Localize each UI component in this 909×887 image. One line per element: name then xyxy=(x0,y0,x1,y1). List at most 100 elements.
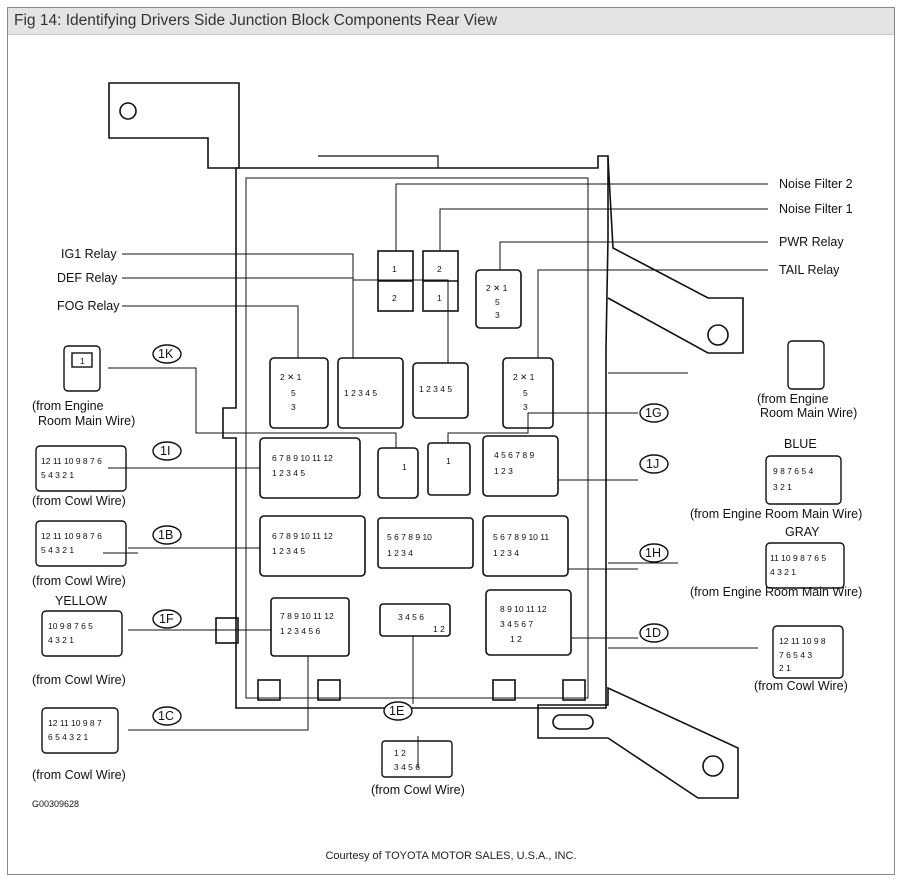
figure-title-bar: Fig 14: Identifying Drivers Side Junctio… xyxy=(8,8,894,35)
color-blue: BLUE xyxy=(784,437,817,451)
connector-1G-plug xyxy=(787,340,825,390)
pwr-relay-label: PWR Relay xyxy=(779,235,844,249)
right-bracket xyxy=(607,157,744,354)
connector-1C-plug xyxy=(41,707,119,754)
color-yellow: YELLOW xyxy=(55,594,107,608)
ig1-relay-socket xyxy=(412,362,469,419)
tail-relay-pins-b: 5 xyxy=(523,388,528,398)
socket-1E xyxy=(379,603,451,637)
socket-1J-row2: 1 2 3 xyxy=(494,466,513,476)
socket-1E-row2: 1 2 xyxy=(433,624,445,634)
pwr-relay-pins-c: 3 xyxy=(495,310,500,320)
socket-1K xyxy=(377,447,419,499)
plug-1C-row2: 6 5 4 3 2 1 xyxy=(48,732,88,742)
plug-1B-row2: 5 4 3 2 1 xyxy=(41,545,74,555)
socket-1K-pin: 1 xyxy=(402,462,407,472)
right-bracket-hole xyxy=(707,324,729,346)
socket-center-row1: 5 6 7 8 9 10 xyxy=(387,532,432,542)
socket-1H-row1: 5 6 7 8 9 10 11 xyxy=(493,532,549,542)
plug-1D-row1: 12 11 10 9 8 xyxy=(779,636,826,646)
plug-1H-row1: 11 10 9 8 7 6 5 xyxy=(770,553,826,563)
socket-1F xyxy=(270,597,350,657)
source-1J: (from Engine Room Main Wire) xyxy=(690,507,862,521)
source-1H: (from Engine Room Main Wire) xyxy=(690,585,862,599)
source-1B: (from Cowl Wire) xyxy=(32,574,126,588)
color-gray: GRAY xyxy=(785,525,820,539)
tail-relay-pins-a: 2 ✕ 1 xyxy=(513,372,535,382)
socket-1D-row1: 8 9 10 11 12 xyxy=(500,604,547,614)
figure-title: Fig 14: Identifying Drivers Side Junctio… xyxy=(14,12,498,29)
fog-relay-pins-c: 3 xyxy=(291,402,296,412)
bracket-hole xyxy=(119,102,137,120)
plug-1I-row1: 12 11 10 9 8 7 6 xyxy=(41,456,102,466)
source-1D: (from Cowl Wire) xyxy=(754,679,848,693)
connector-1B-plug xyxy=(35,520,127,567)
socket-1I-row1: 6 7 8 9 10 11 12 xyxy=(272,453,333,463)
pwr-relay-pins-b: 5 xyxy=(495,297,500,307)
fog-relay-pins-b: 5 xyxy=(291,388,296,398)
connector-1K-label: 1K xyxy=(158,347,174,361)
connector-1G-label: 1G xyxy=(645,406,662,420)
socket-1I-row2: 1 2 3 4 5 xyxy=(272,468,305,478)
socket-1D-row2: 3 4 5 6 7 xyxy=(500,619,533,629)
source-1C: (from Cowl Wire) xyxy=(32,768,126,782)
plug-1J-row1: 9 8 7 6 5 4 xyxy=(773,466,813,476)
socket-1F-row2: 1 2 3 4 5 6 xyxy=(280,626,320,636)
source-1E: (from Cowl Wire) xyxy=(371,783,465,797)
def-relay-pins: 1 2 3 4 5 xyxy=(344,388,377,398)
connector-1D-label: 1D xyxy=(645,626,661,640)
figure-frame: Fig 14: Identifying Drivers Side Junctio… xyxy=(7,7,895,875)
figure-id: G00309628 xyxy=(32,799,79,809)
connector-1K-plug xyxy=(63,345,101,392)
connector-1J-plug xyxy=(765,455,842,505)
nf2-pin-top: 1 xyxy=(392,264,397,274)
noise-filter-2-label: Noise Filter 2 xyxy=(779,177,853,191)
connector-1H-label: 1H xyxy=(645,546,661,560)
junction-block-body xyxy=(222,155,609,709)
socket-1D-row3: 1 2 xyxy=(510,634,522,644)
junction-block-inner xyxy=(245,177,589,699)
socket-1B-row2: 1 2 3 4 5 xyxy=(272,546,305,556)
pwr-relay-pins-a: 2 ✕ 1 xyxy=(486,283,508,293)
fog-relay-label: FOG Relay xyxy=(57,299,120,313)
bottom-bracket-hole xyxy=(702,755,724,777)
socket-1E-row1: 3 4 5 6 xyxy=(398,612,424,622)
socket-1F-row1: 7 8 9 10 11 12 xyxy=(280,611,334,621)
socket-1G-pin: 1 xyxy=(446,456,451,466)
fog-relay-pins-a: 2 ✕ 1 xyxy=(280,372,302,382)
slot-hole xyxy=(552,714,594,730)
credit-line: Courtesy of TOYOTA MOTOR SALES, U.S.A., … xyxy=(325,850,577,862)
connector-1F-plug xyxy=(41,610,123,657)
plug-1D-row2: 7 6 5 4 3 xyxy=(779,650,812,660)
bottom-right-bracket xyxy=(537,686,739,799)
plug-1F-row1: 10 9 8 7 6 5 xyxy=(48,621,93,631)
plug-1F-row2: 4 3 2 1 xyxy=(48,635,74,645)
connector-1H-plug xyxy=(765,542,845,589)
plug-1E-row2: 3 4 5 6 xyxy=(394,762,420,772)
block-top-cap xyxy=(318,155,439,168)
plug-1H-row2: 4 3 2 1 xyxy=(770,567,796,577)
plug-1D-row3: 2 1 xyxy=(779,663,791,673)
fog-relay-socket xyxy=(269,357,329,429)
def-relay-socket xyxy=(337,357,404,429)
socket-center-row2: 1 2 3 4 xyxy=(387,548,413,558)
source-1G-line2: Room Main Wire) xyxy=(760,406,857,420)
socket-1J-row1: 4 5 6 7 8 9 xyxy=(494,450,534,460)
noise-filter-1-label: Noise Filter 1 xyxy=(779,202,853,216)
socket-1J xyxy=(482,435,559,497)
plug-1C-row1: 12 11 10 9 8 7 xyxy=(48,718,102,728)
source-1K-line2: Room Main Wire) xyxy=(38,414,135,428)
connector-1I-plug xyxy=(35,445,127,492)
socket-1H-row2: 1 2 3 4 xyxy=(493,548,519,558)
ig1-relay-pins: 1 2 3 4 5 xyxy=(419,384,452,394)
source-1F: (from Cowl Wire) xyxy=(32,673,126,687)
source-1G-line1: (from Engine xyxy=(757,392,829,406)
socket-1B xyxy=(259,515,366,577)
connector-1F-label: 1F xyxy=(159,612,174,626)
socket-1D xyxy=(485,589,572,656)
plug-1I-row2: 5 4 3 2 1 xyxy=(41,470,74,480)
nf1-pin-top: 2 xyxy=(437,264,442,274)
ig1-relay-label: IG1 Relay xyxy=(61,247,117,261)
plug-1B-row1: 12 11 10 9 8 7 6 xyxy=(41,531,102,541)
connector-1D-plug xyxy=(772,625,844,679)
